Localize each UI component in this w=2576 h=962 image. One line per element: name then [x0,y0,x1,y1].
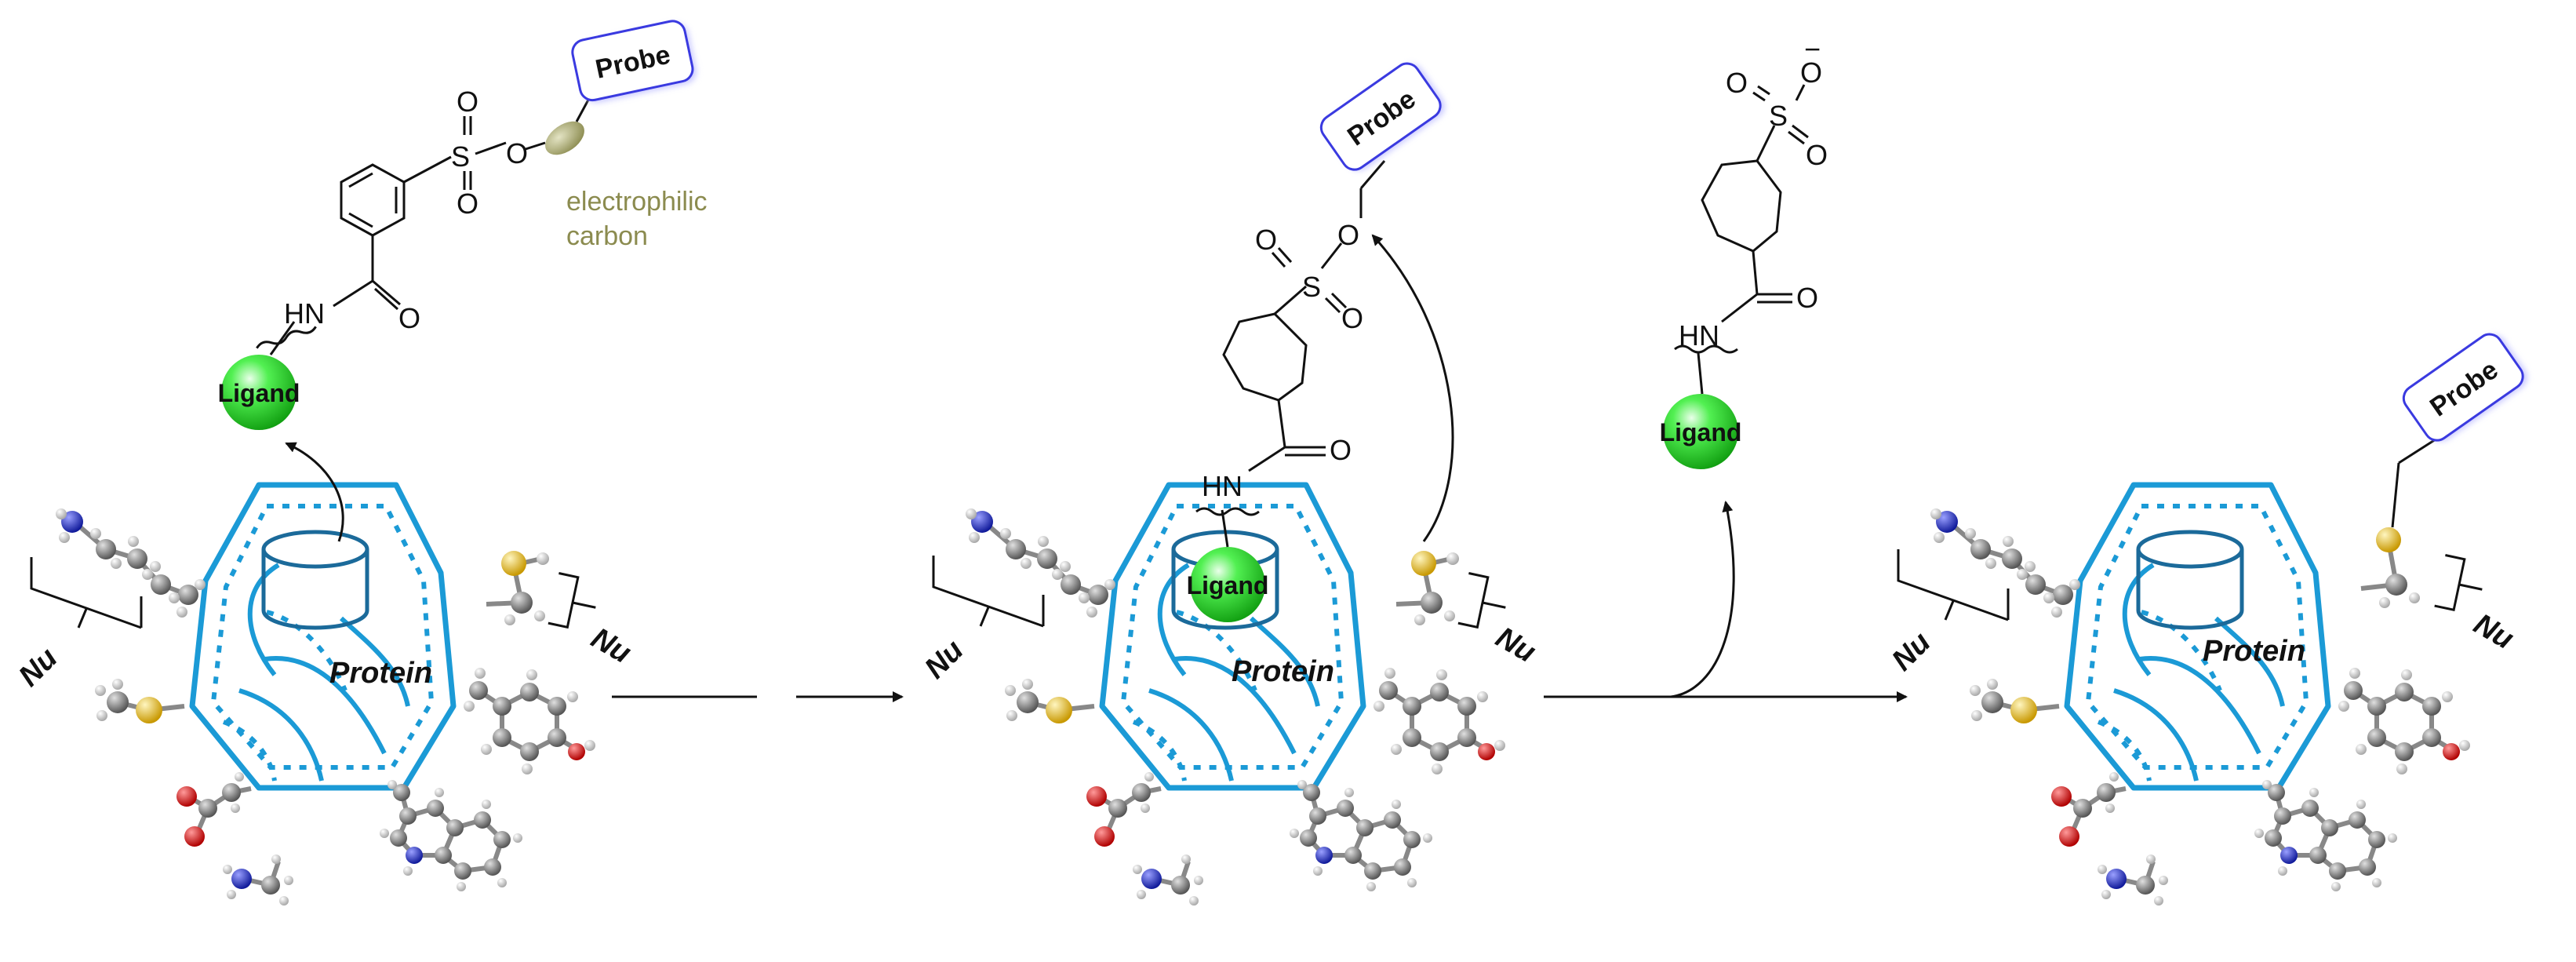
release-arrow [1670,501,1735,698]
sulfonyl-o-label: O [457,86,478,118]
carbonyl-o-label: O [1796,282,1818,314]
ligand-sphere-icon [1663,394,1738,469]
electrophilic-carbon-icon [545,121,584,155]
hn-label: HN [1679,319,1719,352]
ligand-sphere-icon [221,355,297,430]
nu-label: Nu [13,642,64,694]
sulfonate-o-label: O [1800,56,1822,89]
negative-charge-label: − [1804,33,1821,65]
protein-label: Protein [329,657,432,690]
nu-label: Nu [586,621,637,670]
nu-bracket [30,557,142,629]
ligand-label: Ligand [1187,571,1269,599]
sulfur-label: S [1302,271,1321,303]
sulfur-label: S [451,140,470,173]
carbon-label: carbon [566,221,648,251]
sulfonyl-o-label: O [1726,67,1748,99]
electrophilic-label: electrophilic [566,187,708,217]
sulfonyl-o-label: O [1806,139,1828,171]
sulfonyl-o-label: O [457,188,478,220]
carbonyl-o-label: O [1330,434,1352,466]
protein-label: Protein [1232,655,1334,688]
sulfonyl-o-label: O [1341,302,1363,334]
probe-tag-icon: Probe [571,20,697,103]
ligand-label: Ligand [1660,418,1742,446]
panel-labeled-protein: Protein Nu Nu Probe [1886,333,2527,906]
hn-label: HN [1202,470,1243,502]
nu-label: Nu [1886,626,1937,678]
nu-label: Nu [1490,621,1541,669]
probe-tag-icon: Probe [1319,62,1445,171]
ester-o-label: O [1337,219,1359,251]
carbonyl-o-label: O [398,302,420,334]
ligand-label: Ligand [218,379,300,407]
sulfonyl-o-label: O [1255,224,1277,256]
ester-o-label: O [506,137,528,169]
protein-heptagon-icon [192,485,453,788]
nu-label: Nu [2469,607,2520,656]
released-ligand-sulfonate: Ligand HN O S O O − O [1660,33,1828,469]
nu-label: Nu [919,634,970,686]
probe-tag-icon: Probe [2402,333,2527,442]
sulfur-label: S [1769,100,1788,132]
ligand-sphere-icon [1190,547,1265,622]
attack-arrow [1371,234,1454,542]
panel-ligand-bound-labeling: Protein Nu Nu Ligand HN O S O O O [919,62,1541,906]
binding-arrow [285,442,344,542]
protein-heptagon-icon [1102,485,1363,788]
hn-label: HN [284,297,325,330]
protein-label: Protein [2203,635,2305,668]
amino-acid-residue-icon [1930,508,2470,906]
panel-initial-binding: Protein Nu Nu Ligand HN O S O O [13,20,708,906]
